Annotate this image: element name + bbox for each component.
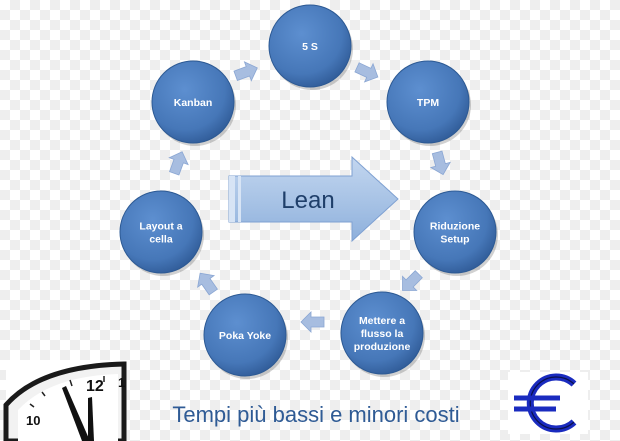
lean-label: Lean [281, 187, 334, 214]
connector-arrow-5 [197, 272, 218, 296]
clock-numeral-12: 12 [86, 378, 104, 395]
clock-numeral-1: 1 [118, 375, 125, 390]
node-label-line: produzione [354, 341, 411, 353]
node-label-line: Layout a [139, 221, 182, 233]
node-label-line: Riduzione [430, 221, 480, 233]
bottom-title: Tempi più bassi e minori costi [172, 402, 460, 427]
node-label-poka-yoke: Poka Yoke [219, 330, 271, 342]
clock-hand-minute [62, 386, 90, 441]
connector-arrow-4 [300, 311, 325, 333]
connector-arrow-7 [233, 61, 258, 82]
node-label-line: flusso la [361, 328, 404, 340]
node-label-line: Mettere a [359, 315, 405, 327]
connector-arrow-3 [402, 270, 423, 291]
node-label-line: Setup [440, 234, 469, 246]
node-label-line: 5 S [302, 41, 318, 53]
node-label-5s: 5 S [302, 41, 318, 53]
node-label-line: cella [149, 234, 173, 246]
connector-arrow-1 [354, 62, 379, 83]
connector-arrows [168, 61, 452, 333]
node-label-line: TPM [417, 97, 439, 109]
node-label-line: Kanban [174, 97, 213, 109]
node-tpm: TPM [386, 60, 471, 146]
clock-numeral-10: 10 [26, 413, 40, 428]
clock-icon: 12 10 1 [3, 360, 127, 441]
lean-arrow: Lean [228, 155, 399, 243]
clock-hand-hour [88, 397, 94, 441]
euro-icon [508, 372, 588, 434]
connector-arrow-2 [429, 150, 452, 176]
node-5s: 5 S [268, 4, 353, 90]
connector-arrow-6 [168, 151, 189, 176]
node-label-kanban: Kanban [174, 97, 213, 109]
node-label-tpm: TPM [417, 97, 439, 109]
node-label-line: Poka Yoke [219, 330, 271, 342]
node-poka-yoke: Poka Yoke [203, 293, 288, 379]
node-kanban: Kanban [151, 60, 236, 146]
